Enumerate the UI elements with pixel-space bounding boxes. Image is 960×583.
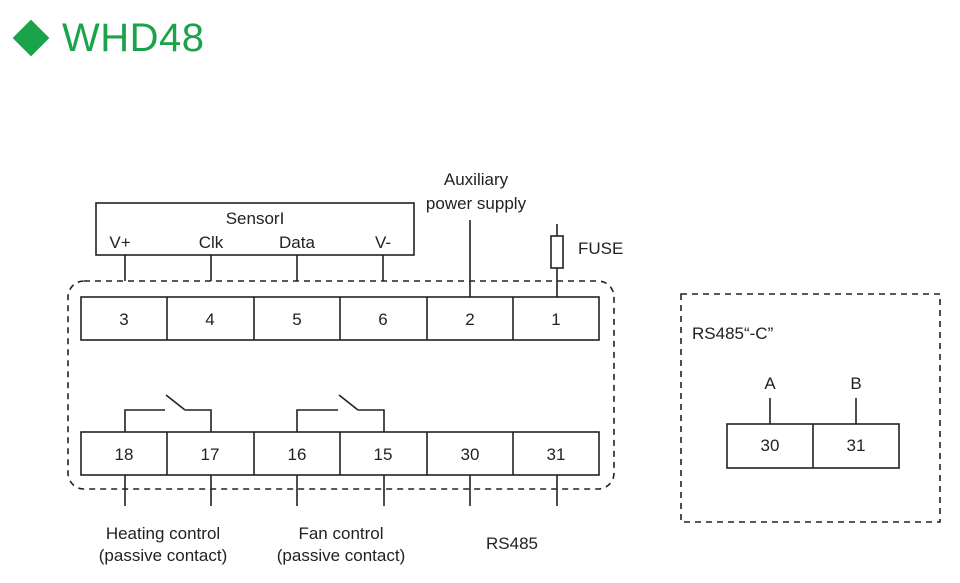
terminal-top-4: 6 bbox=[378, 310, 387, 329]
rs485-c-enclosure bbox=[680, 293, 941, 523]
pin-a-label: A bbox=[764, 374, 776, 393]
terminal-top-5: 2 bbox=[465, 310, 474, 329]
terminal-bottom-1: 18 bbox=[115, 445, 134, 464]
rs485-c-label: RS485“-C” bbox=[692, 324, 774, 343]
title-row: WHD48 bbox=[12, 14, 205, 62]
terminal-bottom-2: 17 bbox=[201, 445, 220, 464]
terminal-bottom-4: 15 bbox=[374, 445, 393, 464]
terminal-top-6: 1 bbox=[551, 310, 560, 329]
fuse-label: FUSE bbox=[578, 239, 623, 258]
rs485-label: RS485 bbox=[486, 534, 538, 553]
pin-b-label: B bbox=[850, 374, 861, 393]
heating-switch-icon bbox=[165, 394, 186, 411]
heating-label-line1: Heating control bbox=[106, 524, 220, 543]
sensor-box bbox=[95, 202, 415, 256]
fan-label-line1: Fan control bbox=[298, 524, 383, 543]
fuse-icon bbox=[550, 235, 564, 269]
fan-label-line2: (passive contact) bbox=[277, 546, 406, 565]
rs485-c-terminal-1: 30 bbox=[761, 436, 780, 455]
heating-contact-left bbox=[124, 409, 165, 432]
sensor-label: SensorI bbox=[226, 209, 285, 228]
aux-label-line1: Auxiliary bbox=[444, 170, 509, 189]
terminal-top-3: 5 bbox=[292, 310, 301, 329]
fan-contact-left bbox=[296, 409, 338, 432]
heating-contact-right bbox=[185, 409, 212, 432]
sensor-pin-vminus: V- bbox=[375, 233, 391, 252]
page-title: WHD48 bbox=[62, 16, 205, 60]
terminal-top-1: 3 bbox=[119, 310, 128, 329]
fan-contact-right bbox=[358, 409, 385, 432]
sensor-pin-data: Data bbox=[279, 233, 315, 252]
terminal-bottom-5: 30 bbox=[461, 445, 480, 464]
main-unit-enclosure bbox=[67, 280, 615, 490]
aux-label-line2: power supply bbox=[426, 194, 527, 213]
heating-label-line2: (passive contact) bbox=[99, 546, 228, 565]
fan-switch-icon bbox=[338, 394, 359, 411]
sensor-pin-vplus: V+ bbox=[109, 233, 130, 252]
terminal-top-2: 4 bbox=[205, 310, 214, 329]
terminal-bottom-3: 16 bbox=[288, 445, 307, 464]
rs485-c-terminal-2: 31 bbox=[847, 436, 866, 455]
terminal-bottom-6: 31 bbox=[547, 445, 566, 464]
sensor-pin-clk: Clk bbox=[199, 233, 224, 252]
